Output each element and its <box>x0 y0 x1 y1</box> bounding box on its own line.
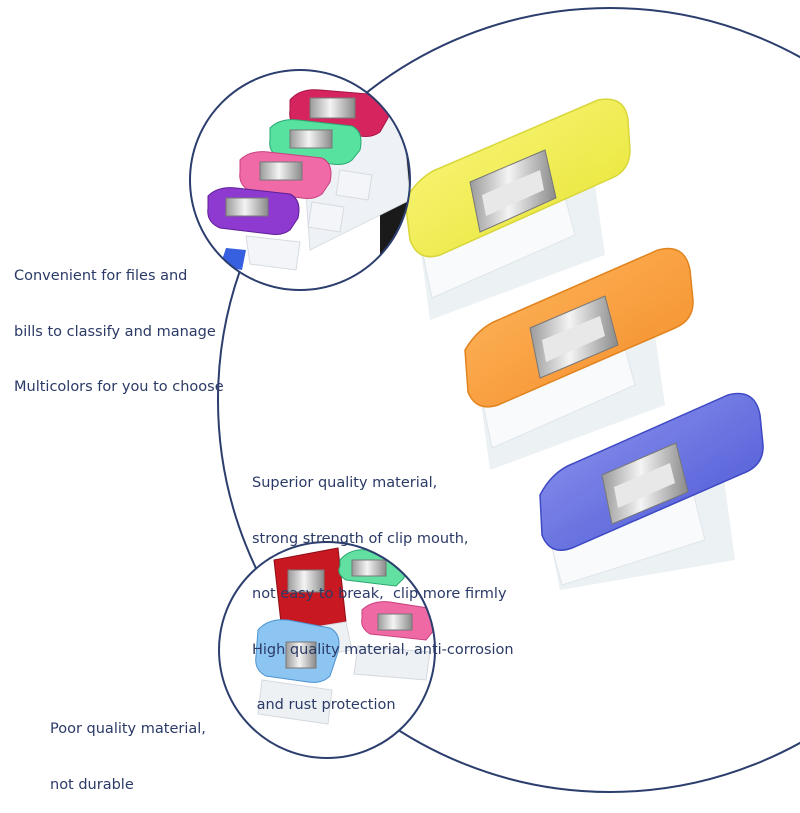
caption-line: bills to classify and manage <box>14 323 216 340</box>
caption-line: High quality material, anti-corrosion <box>252 641 514 658</box>
caption-line: and rust protection <box>252 697 396 713</box>
caption-poor-quality: Poor quality material, not durable <box>50 683 206 813</box>
yellow-clip <box>404 98 631 320</box>
blue-clip <box>539 392 764 590</box>
caption-line: Superior quality material, <box>252 475 438 491</box>
caption-superior-quality: Superior quality material, strong streng… <box>252 437 514 733</box>
caption-line: not easy to break, clip more firmly <box>252 586 507 602</box>
caption-line: Convenient for files and <box>14 268 188 284</box>
caption-line: not durable <box>50 776 134 793</box>
caption-line: strong strength of clip mouth, <box>252 530 469 547</box>
bottom-detail-circle <box>218 541 436 759</box>
orange-clip <box>464 247 694 470</box>
large-circle-outline <box>217 7 800 793</box>
top-detail-circle <box>189 69 411 291</box>
caption-line: Multicolors for you to choose <box>14 379 224 395</box>
caption-line: Poor quality material, <box>50 721 206 737</box>
caption-convenient: Convenient for files and bills to classi… <box>14 230 224 415</box>
